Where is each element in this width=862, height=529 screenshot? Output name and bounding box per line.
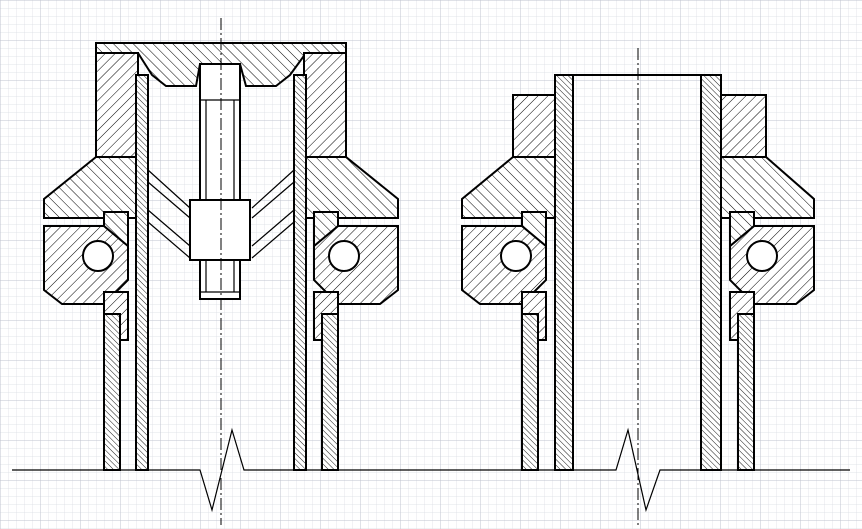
spring-left <box>147 169 191 259</box>
housing-right-upper <box>303 52 347 158</box>
right-view <box>430 48 850 525</box>
spring-right <box>251 169 295 259</box>
bearing-inner-left-2 <box>521 211 547 249</box>
housing-left-upper <box>95 52 139 158</box>
outer-tube-left <box>103 313 121 471</box>
main-tube-wall-left <box>554 74 574 471</box>
hub-cone-left <box>43 156 137 219</box>
housing-right-upper-2 <box>720 94 767 158</box>
ball-right <box>328 240 360 272</box>
outer-tube-right-2 <box>737 313 755 471</box>
bearing-inner-right-2 <box>729 211 755 249</box>
left-view <box>12 18 430 525</box>
outer-tube-right <box>321 313 339 471</box>
inner-tube-right <box>293 74 307 471</box>
ball-left-2 <box>500 240 532 272</box>
main-tube-wall-right <box>700 74 722 471</box>
bearing-inner-left <box>103 211 129 249</box>
ball-right-2 <box>746 240 778 272</box>
ball-left <box>82 240 114 272</box>
break-line-left <box>12 427 430 513</box>
inner-tube-left <box>135 74 149 471</box>
bolt-thread-lines <box>200 99 240 293</box>
bearing-inner-right <box>313 211 339 249</box>
outer-tube-left-2 <box>521 313 539 471</box>
nut <box>189 199 251 261</box>
hub-cone-left-2 <box>461 156 556 219</box>
housing-left-upper-2 <box>512 94 556 158</box>
break-line-right <box>430 427 850 513</box>
